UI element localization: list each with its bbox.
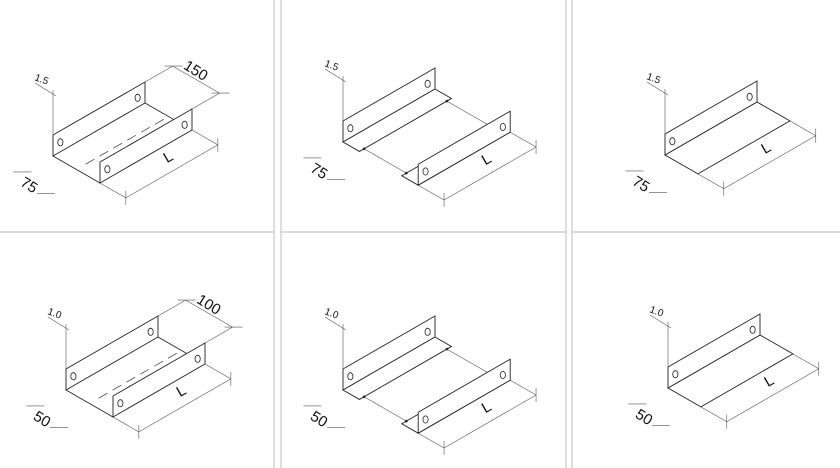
thickness-leader bbox=[47, 316, 70, 331]
front-flange bbox=[417, 110, 511, 186]
length-extension-line bbox=[99, 182, 126, 199]
thickness-leader bbox=[324, 316, 347, 331]
arrowhead-icon bbox=[362, 147, 366, 151]
length-dimension-line bbox=[723, 135, 816, 190]
part-drawing-5: 1.0 50 L bbox=[303, 306, 537, 456]
length-extension-line bbox=[418, 184, 445, 201]
arrowhead-icon bbox=[405, 171, 408, 175]
front-flange bbox=[417, 358, 511, 434]
bolt-hole-icon bbox=[347, 372, 354, 381]
part-drawing-1: 1.5 75 L 150 bbox=[13, 57, 230, 205]
arrowhead-icon bbox=[405, 419, 408, 423]
base-front-edge bbox=[52, 155, 101, 184]
thickness-label: 1.5 bbox=[323, 58, 340, 73]
length-label: L bbox=[161, 148, 177, 167]
length-dimension-line bbox=[138, 378, 231, 433]
width-label: 75 bbox=[17, 174, 40, 197]
length-extension-line bbox=[418, 432, 445, 449]
bolt-hole-icon bbox=[347, 124, 354, 133]
gap-dimension-line bbox=[363, 148, 407, 174]
overall-dimension-line bbox=[185, 299, 233, 328]
bolt-hole-icon bbox=[104, 165, 111, 174]
part-drawing-6: 1.0 50 L bbox=[628, 304, 820, 429]
length-dimension-line bbox=[443, 146, 537, 201]
gap-dimension-line bbox=[363, 396, 407, 422]
width-label: 75 bbox=[629, 173, 652, 196]
back-angle-base bbox=[342, 88, 453, 152]
thickness-leader bbox=[324, 68, 347, 83]
length-extension-line bbox=[789, 120, 816, 137]
back-angle-base bbox=[342, 336, 453, 400]
overall-extension-line bbox=[157, 299, 186, 317]
base-front-edge bbox=[65, 389, 114, 418]
length-extension-line bbox=[510, 379, 537, 396]
thickness-leader bbox=[649, 314, 672, 329]
thickness-label: 1.0 bbox=[323, 306, 340, 321]
bolt-hole-icon bbox=[194, 354, 201, 363]
bolt-hole-icon bbox=[746, 92, 753, 101]
bolt-hole-icon bbox=[181, 120, 188, 129]
overall-extension-line bbox=[191, 92, 220, 110]
width-label: 75 bbox=[307, 160, 330, 183]
thickness-leader bbox=[646, 81, 669, 96]
part-drawing-3: 1.5 75 L bbox=[625, 71, 817, 196]
arrowhead-icon bbox=[445, 99, 449, 103]
length-label: L bbox=[174, 382, 190, 401]
bolt-hole-icon bbox=[424, 79, 431, 88]
width-label: 50 bbox=[632, 406, 655, 429]
part-drawing-2: 1.5 75 L bbox=[303, 58, 537, 208]
length-extension-line bbox=[697, 173, 724, 190]
bolt-hole-icon bbox=[424, 327, 431, 336]
overall-width-label: 150 bbox=[180, 57, 210, 85]
part-drawing-4: 1.0 50 L 100 bbox=[26, 291, 243, 439]
bolt-hole-icon bbox=[57, 138, 64, 147]
length-extension-line bbox=[700, 406, 727, 423]
thickness-label: 1.0 bbox=[648, 304, 665, 319]
thickness-label: 1.5 bbox=[645, 71, 662, 86]
angle-flange bbox=[667, 313, 761, 389]
thickness-label: 1.0 bbox=[46, 306, 63, 321]
length-label: L bbox=[761, 372, 777, 391]
width-label: 50 bbox=[307, 408, 330, 431]
bolt-hole-icon bbox=[117, 399, 124, 408]
gap-dimension-line bbox=[446, 100, 490, 126]
bolt-hole-icon bbox=[147, 327, 154, 336]
thickness-leader bbox=[34, 82, 57, 97]
length-label: L bbox=[758, 139, 774, 158]
length-extension-line bbox=[792, 353, 819, 370]
bolt-hole-icon bbox=[422, 167, 429, 176]
length-label: L bbox=[479, 398, 495, 417]
length-dimension-line bbox=[726, 368, 819, 423]
bolt-hole-icon bbox=[422, 415, 429, 424]
overall-extension-line bbox=[144, 65, 173, 83]
width-label: 50 bbox=[30, 408, 53, 431]
length-dimension-line bbox=[125, 144, 218, 199]
overall-dimension-line bbox=[172, 65, 220, 94]
length-dimension-line bbox=[443, 394, 537, 449]
thickness-label: 1.5 bbox=[33, 72, 50, 87]
overall-extension-line bbox=[204, 326, 233, 344]
angle-flange bbox=[664, 80, 758, 156]
bolt-hole-icon bbox=[749, 325, 756, 334]
bolt-hole-icon bbox=[672, 370, 679, 379]
arrowhead-icon bbox=[362, 395, 366, 399]
length-label: L bbox=[479, 150, 495, 169]
arrowhead-icon bbox=[445, 347, 449, 351]
length-extension-line bbox=[204, 363, 231, 380]
length-extension-line bbox=[112, 416, 139, 433]
bolt-hole-icon bbox=[499, 122, 506, 131]
overall-width-label: 100 bbox=[193, 291, 223, 319]
gap-dimension-line bbox=[446, 348, 490, 374]
bolt-hole-icon bbox=[70, 372, 77, 381]
length-extension-line bbox=[510, 131, 537, 148]
bolt-hole-icon bbox=[134, 93, 141, 102]
length-extension-line bbox=[191, 129, 218, 146]
bolt-hole-icon bbox=[669, 137, 676, 146]
bolt-hole-icon bbox=[499, 370, 506, 379]
